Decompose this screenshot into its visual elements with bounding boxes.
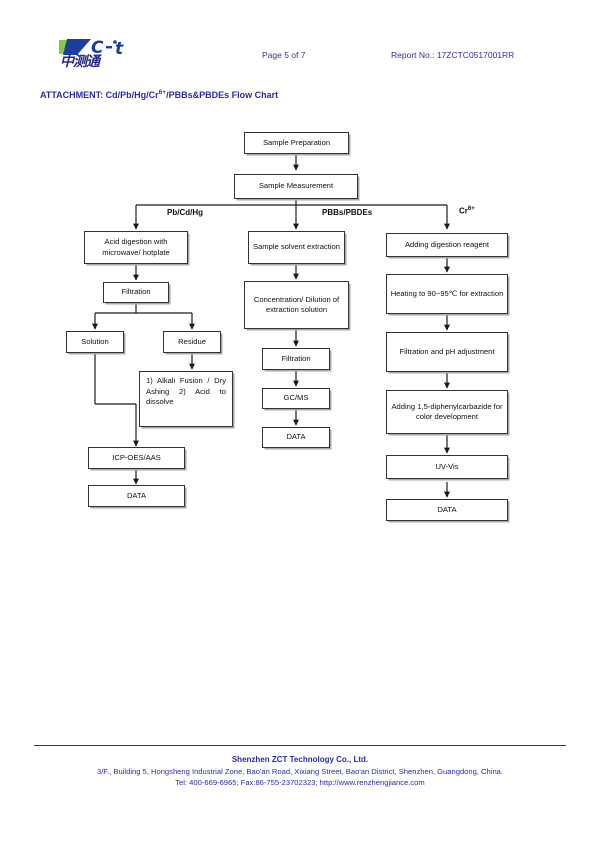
logo-mark-icon: C t [59, 38, 124, 57]
report-number: Report No.: 17ZCTC0517001RR [391, 50, 515, 60]
flow-node-label: UV-Vis [435, 461, 459, 471]
flow-node-solution[interactable]: Solution [66, 331, 124, 353]
branch-label-pbbs-pbdes: PBBs/PBDEs [322, 208, 372, 217]
flow-node-heating-extraction[interactable]: Heating to 90~95℃ for extraction [386, 274, 508, 314]
flow-node-label: DATA [437, 504, 457, 514]
footer-address: 3/F., Building 5, Hongsheng Industrial Z… [96, 767, 504, 776]
flow-node-label: Filtration [281, 353, 311, 363]
flow-node-uv-vis[interactable]: UV-Vis [386, 455, 508, 479]
branch-label-text: Pb/Cd/Hg [167, 208, 203, 217]
page-header: C t 中测通 Page 5 of 7 Report No.: 17ZCTC05… [0, 0, 600, 80]
flow-node-filtration-ph[interactable]: Filtration and pH adjustment [386, 332, 508, 372]
flow-node-acid-digestion[interactable]: Acid digestion with microwave/ hotplate [84, 231, 188, 264]
footer-divider [34, 745, 566, 746]
flow-node-label: Heating to 90~95℃ for extraction [390, 288, 504, 298]
flow-node-label: ICP-OES/AAS [112, 452, 161, 462]
flow-node-label: Sample solvent extraction [253, 242, 340, 252]
flow-node-data-middle[interactable]: DATA [262, 427, 330, 448]
flow-node-label: Sample Preparation [262, 137, 331, 147]
branch-label-text: Cr [459, 206, 468, 216]
attachment-title-prefix: ATTACHMENT: Cd/Pb/Hg/Cr [40, 90, 159, 100]
flow-node-label: Solution [81, 336, 109, 346]
flow-node-icp-oes-aas[interactable]: ICP-OES/AAS [88, 447, 185, 469]
page-number: Page 5 of 7 [262, 50, 306, 60]
flow-node-label: Adding 1,5-diphenylcarbazide for color d… [391, 401, 503, 422]
company-logo: C t 中测通 [57, 37, 153, 71]
flow-node-gc-ms[interactable]: GC/MS [262, 388, 330, 409]
flow-node-label: Acid digestion with microwave/ hotplate [102, 237, 170, 257]
flow-node-sample-solvent-extraction[interactable]: Sample solvent extraction [248, 231, 345, 264]
flow-node-label: DATA [126, 490, 147, 500]
branch-label-cr6: Cr6+ [459, 206, 475, 216]
flow-node-data-left[interactable]: DATA [88, 485, 185, 507]
flow-node-adding-digestion-reagent[interactable]: Adding digestion reagent [386, 233, 508, 257]
flow-node-diphenylcarbazide[interactable]: Adding 1,5-diphenylcarbazide for color d… [386, 390, 508, 434]
flow-node-sample-measurement[interactable]: Sample Measurement [234, 174, 358, 199]
flow-node-sample-preparation[interactable]: Sample Preparation [244, 132, 349, 154]
flow-node-label: Adding digestion reagent [404, 239, 490, 249]
flow-node-concentration-dilution[interactable]: Concentration/ Dilution of extraction so… [244, 281, 349, 329]
branch-label-text: PBBs/PBDEs [322, 208, 373, 217]
flow-node-residue[interactable]: Residue [163, 331, 221, 353]
flow-node-data-right[interactable]: DATA [386, 499, 508, 521]
attachment-title: ATTACHMENT: Cd/Pb/Hg/Cr6+/PBBs&PBDEs Flo… [40, 89, 278, 100]
flow-node-label: DATA [286, 432, 306, 442]
attachment-title-suffix: /PBBs&PBDEs Flow Chart [166, 90, 279, 100]
flow-node-filtration-middle[interactable]: Filtration [262, 348, 330, 370]
svg-text:C: C [91, 38, 104, 57]
flow-node-label: Filtration [121, 287, 151, 297]
flow-node-label: GC/MS [283, 393, 309, 403]
branch-label-superscript: 6+ [467, 206, 475, 212]
flow-node-alkali-fusion[interactable]: 1) Alkali Fusion / Dry Ashing 2) Acid to… [139, 371, 233, 427]
flow-node-label: Concentration/ Dilution of extraction so… [253, 294, 340, 315]
flow-node-label: Filtration and pH adjustment [399, 346, 495, 356]
svg-text:t: t [115, 39, 124, 57]
footer-company-name: Shenzhen ZCT Technology Co., Ltd. [231, 755, 369, 764]
branch-label-pb-cd-hg: Pb/Cd/Hg [167, 208, 203, 217]
attachment-title-superscript: 6+ [158, 89, 167, 96]
flow-node-filtration-left[interactable]: Filtration [103, 282, 169, 303]
logo-chinese-text: 中测通 [60, 54, 100, 70]
footer-contact: Tel: 400-669-6965; Fax:86-755-23702323; … [175, 778, 425, 787]
flow-node-label: Residue [178, 336, 206, 346]
flow-node-label: Sample Measurement [258, 181, 334, 191]
flow-node-label: 1) Alkali Fusion / Dry Ashing 2) Acid to… [146, 376, 226, 406]
